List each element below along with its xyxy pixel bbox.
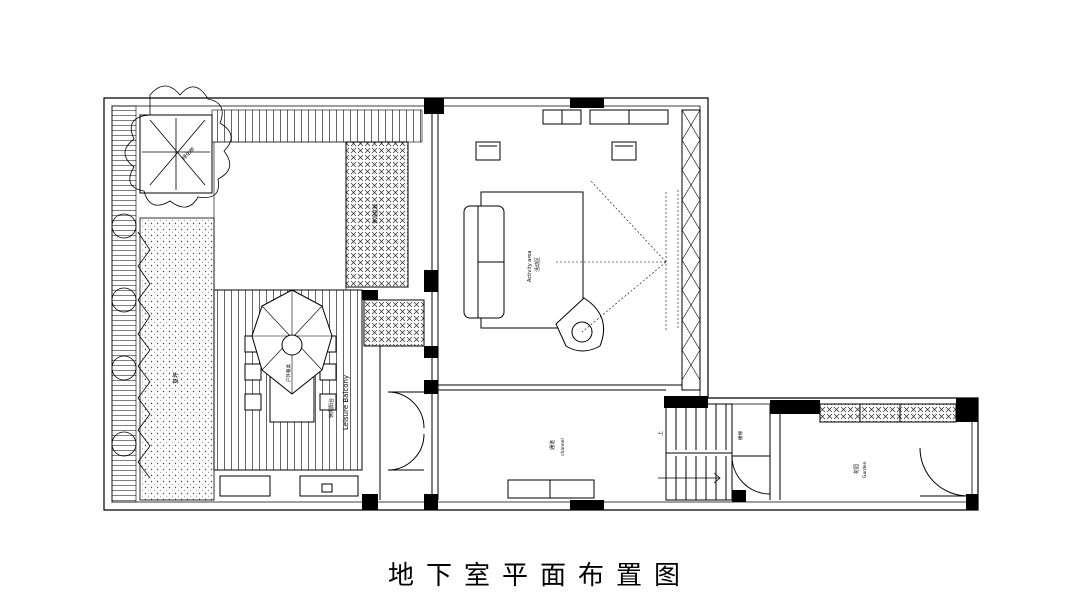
plan-title: 地下室平面布置图 bbox=[387, 561, 692, 591]
label-lawn: 草坪 bbox=[172, 372, 180, 384]
label-leisure-balcony: Leisure Balcony bbox=[342, 375, 350, 430]
door-corridor-upper bbox=[387, 391, 425, 429]
planter bbox=[345, 141, 409, 288]
storage bbox=[363, 299, 425, 347]
top-deck bbox=[211, 109, 423, 143]
lounge-chair bbox=[555, 297, 604, 352]
projection-lines bbox=[556, 179, 667, 333]
label-dining-table: 户外餐桌 bbox=[285, 364, 292, 382]
label-leisure-balcony-cn: 休闲阳台 bbox=[328, 398, 335, 418]
door-garden bbox=[919, 447, 969, 497]
truss-wall bbox=[681, 109, 701, 391]
door-corridor-lower bbox=[387, 433, 425, 471]
label-activity-area-en: Activity area bbox=[527, 251, 533, 282]
label-channel-cn: 通道 bbox=[549, 440, 556, 450]
dining-set bbox=[244, 289, 337, 423]
armchair-2 bbox=[611, 141, 637, 161]
tree-canopy bbox=[124, 85, 232, 208]
columns bbox=[362, 98, 978, 510]
label-channel-en: channel bbox=[560, 438, 566, 456]
staircase bbox=[658, 403, 733, 501]
label-activity-area-cn: 活动区 bbox=[534, 257, 541, 272]
channel-cabinet bbox=[507, 479, 595, 499]
label-stair-up: 上 bbox=[657, 431, 664, 436]
label-tree: 绿化树 bbox=[180, 146, 196, 162]
armchair-1 bbox=[475, 141, 501, 161]
balcony-counter-left bbox=[219, 475, 271, 497]
timber-strip bbox=[111, 105, 137, 503]
lawn-area bbox=[139, 217, 215, 501]
label-garden-cn: 花园 bbox=[853, 464, 860, 474]
plants bbox=[111, 213, 151, 479]
patio bbox=[213, 141, 347, 291]
label-garden-en: Garden bbox=[862, 461, 868, 478]
garden-rail bbox=[819, 403, 957, 423]
door-stair bbox=[731, 455, 771, 495]
label-stair-down: 楼梯 bbox=[737, 431, 744, 440]
label-planter: 景观盆栽 bbox=[372, 204, 379, 224]
tree-box bbox=[139, 114, 213, 194]
